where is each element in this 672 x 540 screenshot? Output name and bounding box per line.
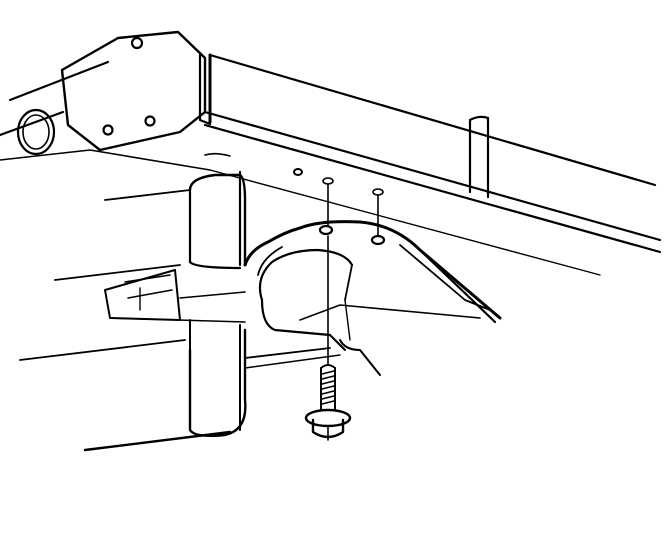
saddle-bracket [243, 220, 502, 376]
bolt-alignment-lines [322, 177, 384, 366]
frame-rail [0, 53, 662, 276]
bolt [304, 364, 352, 441]
round-port [16, 108, 56, 156]
hex-bracket-plate [60, 30, 207, 152]
crossmember-tank [19, 170, 247, 452]
